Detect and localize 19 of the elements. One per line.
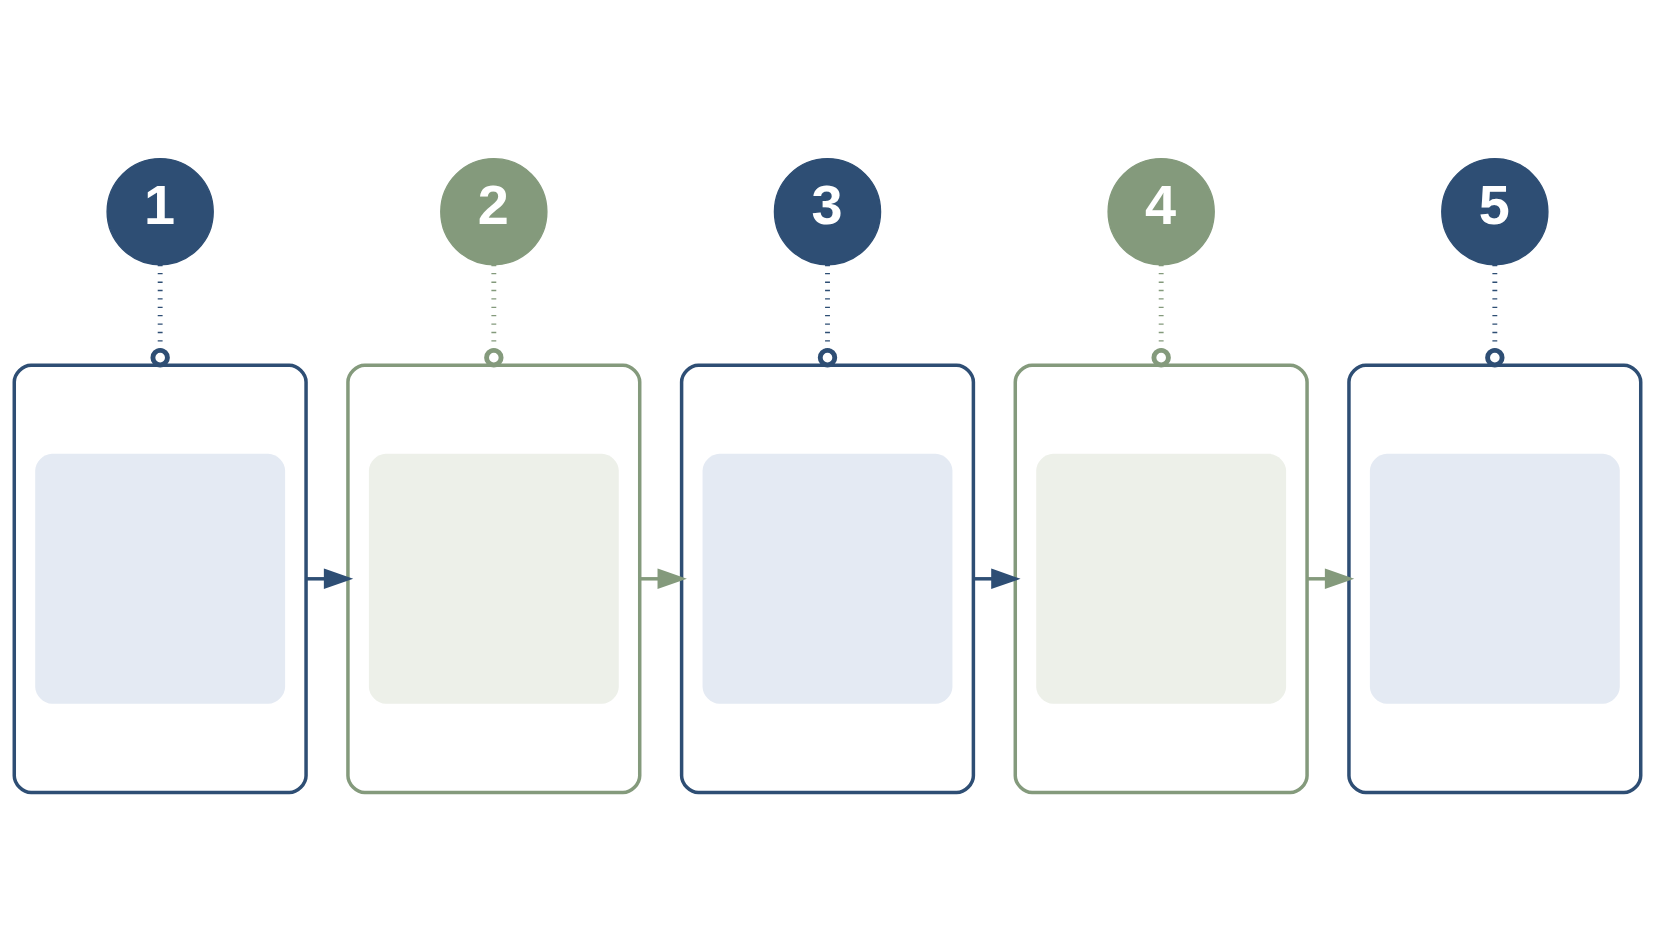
connector <box>1151 264 1171 367</box>
node-circle: 4 <box>1107 157 1215 265</box>
connector <box>1485 264 1505 367</box>
arrow <box>306 568 354 589</box>
node-picture <box>346 362 642 794</box>
node-circle: 1 <box>106 157 214 265</box>
node-picture <box>679 362 976 794</box>
node-circle: 2 <box>440 157 548 265</box>
connector <box>817 264 838 367</box>
connector <box>150 264 170 367</box>
connector <box>484 264 504 367</box>
node-circle: 3 <box>773 157 882 265</box>
arrow <box>1307 568 1355 589</box>
arrow <box>973 568 1021 589</box>
node-circle: 5 <box>1441 157 1549 265</box>
arrow <box>639 568 687 589</box>
node-picture <box>12 362 308 794</box>
node-picture <box>1013 362 1309 794</box>
node-picture <box>1347 362 1643 794</box>
